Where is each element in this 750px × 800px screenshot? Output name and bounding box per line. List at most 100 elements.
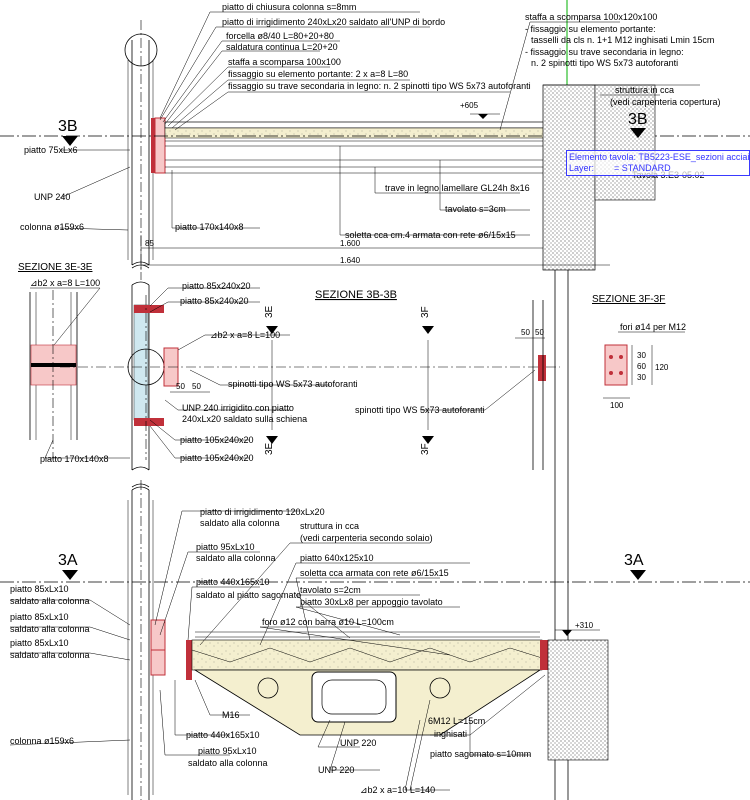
note-pins: n. 2 spinotti tipo WS 5x73 autoforanti [531,58,678,68]
note-planking: tavolato s=3cm [445,204,506,214]
section-3b-right: 3B [628,111,648,128]
cut-3f-top: 3F [420,306,431,318]
unp-note-b: 240xLx20 saldato sulla schiena [182,414,307,424]
b-column: colonna ø159x6 [10,736,74,746]
bottom-leaders [9,510,546,791]
title-3f: SEZIONE 3F-3F [592,294,665,305]
note-bracket-r: staffa a scomparsa 100x120x100 [525,12,657,22]
unp-note-a: UNP 240 irrigidito con piatto [182,403,294,413]
b-welded-col: saldato alla colonna [188,758,268,768]
note-carpenteria: (vedi carpenteria copertura) [610,97,721,107]
plate-105-b: piatto 105x240x20 [180,453,254,463]
note-cca: struttura in cca [615,85,674,95]
b-slab: soletta cca armata con rete ø6/15x15 [300,568,449,578]
dim-100: 100 [610,401,624,410]
element-tooltip: Elemento tavola: TB5223-ESE_sezioni acci… [566,150,750,176]
section-3b: SEZIONE 3B-3B 3E 3E 3F 3F [60,281,560,471]
dim-60: 60 [637,362,646,371]
b-planking: tavolato s=2cm [300,585,361,595]
top-dimensions: 1.600 1.640 85 [140,235,610,270]
note-fork: forcella ø8/40 L=80+20+80 [226,31,334,41]
dim-1600: 1.600 [340,239,361,248]
note-column: colonna ø159x6 [20,222,84,232]
b-plate-95-b: piatto 95xLx10 [198,746,257,756]
elev-605: +605 [460,101,479,110]
elev-310: +310 [575,621,594,630]
bottom-text: piatto di irrigidimento 120xLx20 saldato… [10,507,594,795]
note-fix-r2: - fissaggio su trave secondaria in legno… [525,47,684,57]
note-slab: soletta cca cm.4 armata con rete ø6/15x1… [345,230,516,240]
b-shaped-plate: piatto sagomato s=10mm [430,749,531,759]
b-m12: 6M12 L=15cm [428,716,485,726]
title-3b: SEZIONE 3B-3B [315,289,397,301]
pins-3b-a: spinotti tipo WS 5x73 autoforanti [228,379,358,389]
holes-note: fori ø14 per M12 [620,322,686,332]
b-stiffener: piatto di irrigidimento 120xLx20 [200,507,325,517]
b-weld: ⊿b2 x a=10 L=140 [360,785,435,795]
dim-120: 120 [655,363,669,372]
tooltip-line-2: Layer: = STANDARD [569,163,747,174]
section-3a-right: 3A [624,552,644,569]
b-unp-220-a: UNP 220 [340,738,376,748]
cut-3f-bottom: 3F [420,443,431,455]
l-plate-85-2: piatto 85xLx10 [10,612,69,622]
b-unp-220-b: UNP 220 [318,765,354,775]
top-beam [0,84,750,271]
note-fix-r: - fissaggio su elemento portante: [525,24,656,34]
plate-105-a: piatto 105x240x20 [180,435,254,445]
b-plate-440: piatto 440x165x10 [196,577,270,587]
b-m16: M16 [222,710,240,720]
b-welded-shaped: saldato al piatto sagomato [196,590,301,600]
tooltip-layer-value: = STANDARD [614,163,671,173]
section-3b-left: 3B [58,118,78,135]
section-3e: SEZIONE 3E-3E ⊿b2 x a=8 L=100 piatto 170… [18,262,130,464]
bottom-beam: 3A 3A [0,552,750,761]
note-unp240: UNP 240 [34,192,70,202]
b-carpenteria: (vedi carpenteria secondo solaio) [300,533,433,543]
note-plate-170: piatto 170x140x8 [175,222,244,232]
weld-3e: ⊿b2 x a=8 L=100 [30,278,100,288]
b-cca: struttura in cca [300,521,359,531]
plate-85-a: piatto 85x240x20 [182,281,251,291]
note-weld: saldatura continua L=20+20 [226,42,338,52]
dim-85: 85 [145,239,154,248]
section-marker-3b: 3B 3B [58,111,648,146]
note-fix-support: fissaggio su elemento portante: 2 x a=8 … [228,69,408,79]
top-text: piatto di chiusura colonna s=8mm piatto … [20,2,721,240]
title-3e: SEZIONE 3E-3E [18,262,93,273]
b-plate-30: piatto 30xLx8 per appoggio tavolato [300,597,443,607]
weld-3b: ⊿b2 x a=8 L=100 [210,330,280,340]
cut-3e-top: 3E [264,305,275,318]
top-leaders [59,11,660,236]
b-plate-95: piatto 95xLx10 [196,542,255,552]
note-stiffener-plate: piatto di irrigidimento 240xLx20 saldato… [222,17,445,27]
note-hidden-bracket: staffa a scomparsa 100x100 [228,57,341,67]
b-welded-2: saldato alla colonna [196,553,276,563]
note-timber-beam: trave in legno lamellare GL24h 8x16 [385,183,530,193]
dim-50-a: 50 [176,382,185,391]
b-plate-440-b: piatto 440x165x10 [186,730,260,740]
section-3f: SEZIONE 3F-3F fori ø14 per M12 30 60 30 … [592,294,686,410]
l-welded-1: saldato alla colonna [10,596,90,606]
l-welded-3: saldato alla colonna [10,650,90,660]
l-welded-2: saldato alla colonna [10,624,90,634]
bottom-column [127,480,192,800]
note-anchors: tasselli da cls n. 1+1 M12 inghisati Lmi… [531,35,714,45]
b-welded-1: saldato alla colonna [200,518,280,528]
dim-30-a: 30 [637,351,646,360]
tooltip-line-1: Elemento tavola: TB5223-ESE_sezioni acci… [569,152,750,162]
dim-50-3f-b: 50 [535,328,544,337]
dim-50-3f-a: 50 [521,328,530,337]
pins-3b-b: spinotti tipo WS 5x73 autoforanti [355,405,485,415]
note-plate-75: piatto 75xLx6 [24,145,78,155]
dim-30-b: 30 [637,373,646,382]
cut-3e-bottom: 3E [264,442,275,455]
dim-1640: 1.640 [340,256,361,265]
tooltip-layer-key: Layer: [569,163,595,173]
b-inghisati: inghisati [434,729,467,739]
plate-85-b: piatto 85x240x20 [180,296,249,306]
l-plate-85-1: piatto 85xLx10 [10,584,69,594]
l-plate-85-3: piatto 85xLx10 [10,638,69,648]
